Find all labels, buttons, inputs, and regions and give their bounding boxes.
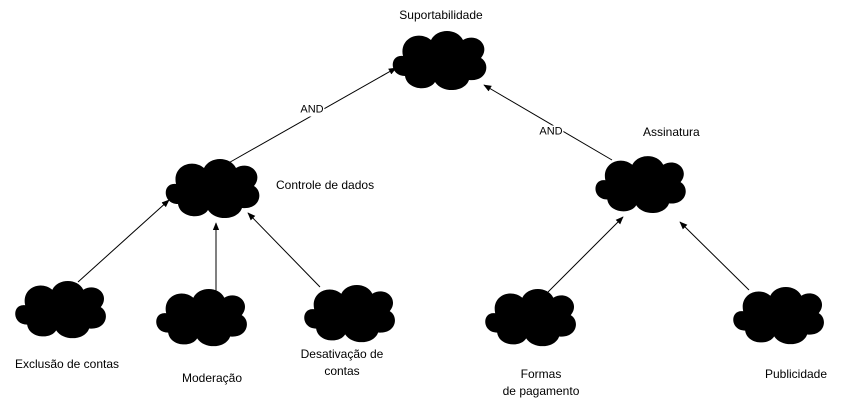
node-label-suportabilidade: Suportabilidade [399, 8, 483, 22]
cloud-publicidade [733, 286, 824, 345]
edge-controle-to-root [224, 67, 397, 166]
edge-label-and-left: AND [299, 103, 325, 117]
edge-formas-to-assinatura [547, 216, 624, 293]
node-label-assinatura: Assinatura [643, 125, 700, 139]
node-label-desativacao-line2: contas [324, 364, 360, 378]
cloud-moderacao [156, 288, 247, 347]
cloud-exclusao-de-contas [15, 280, 106, 339]
node-label-formas-line1: Formas [520, 367, 562, 381]
edge-exclusao-to-controle [77, 199, 170, 283]
edge-label-and-right: AND [538, 125, 564, 139]
cloud-desativacao-de-contas [304, 284, 395, 343]
node-label-exclusao-de-contas: Exclusão de contas [14, 357, 120, 371]
edge-desativacao-to-controle [247, 212, 321, 288]
cloud-formas-de-pagamento [485, 288, 576, 347]
node-label-formas-line2: de pagamento [502, 384, 580, 398]
node-label-moderacao: Moderação [181, 371, 243, 385]
node-label-controle-de-dados: Controle de dados [276, 178, 375, 192]
edge-assinatura-to-root [483, 84, 613, 161]
edge-publicidade-to-assinatura [679, 221, 750, 291]
node-label-desativacao-de-contas: Desativação de contas [301, 346, 384, 380]
node-label-desativacao-line1: Desativação de [300, 347, 384, 361]
cloud-assinatura [595, 156, 686, 214]
cloud-suportabilidade [392, 31, 487, 91]
node-label-publicidade: Publicidade [764, 367, 828, 381]
node-label-formas-de-pagamento: Formas de pagamento [503, 366, 580, 400]
cloud-controle-de-dados [165, 159, 260, 219]
